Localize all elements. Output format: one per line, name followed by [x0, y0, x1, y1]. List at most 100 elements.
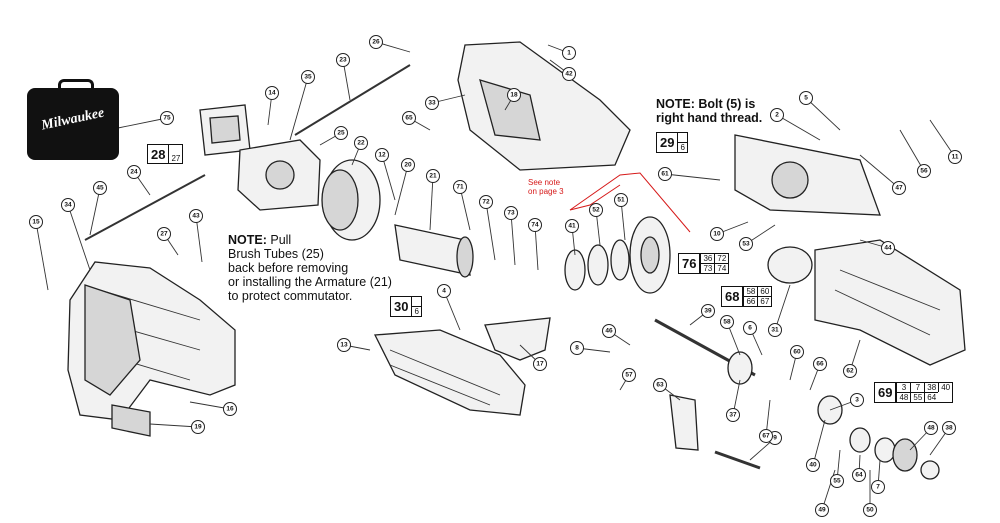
callout-circle [191, 420, 205, 434]
callout-circle [852, 468, 866, 482]
callout-circle [334, 126, 348, 140]
callout-leader [812, 419, 826, 466]
callout-number: 18 [510, 92, 518, 99]
callout-number: 25 [337, 130, 345, 137]
kit-69-sub: 7 [910, 383, 924, 392]
callout-circle [565, 219, 579, 233]
callout-circle [863, 503, 877, 517]
kit-69-sub: 3 [896, 383, 910, 392]
callout-number: 13 [340, 342, 348, 349]
bolt-note: NOTE: Bolt (5) is right hand thread. [656, 97, 762, 125]
callout-circle [533, 357, 547, 371]
callout-number: 65 [405, 115, 413, 122]
callout-layer: 1234567891011121314151617181920212223242… [29, 35, 962, 517]
callout-circle [739, 237, 753, 251]
see-note-text: See note on page 3 [528, 178, 564, 196]
see-note-line1: See note [528, 178, 561, 187]
callout-number: 14 [268, 90, 276, 97]
callout-leader [195, 215, 203, 263]
callout-number: 31 [771, 327, 779, 334]
callout-number: 44 [884, 245, 892, 252]
kit-29-sub: 6 [678, 142, 687, 152]
callout-number: 51 [617, 197, 625, 204]
callout-leader [805, 97, 841, 131]
callout-number: 3 [855, 397, 859, 404]
switch-assembly [199, 104, 251, 156]
lower-gear-case [373, 329, 526, 416]
callout-circle [223, 402, 237, 416]
callout-number: 5 [804, 95, 808, 102]
callout-number: 47 [895, 185, 903, 192]
kit-68-sub: 58 [743, 287, 757, 296]
kit-box-29: 29 6 [656, 132, 688, 153]
mechanism-plate [734, 134, 881, 216]
see-note-line2: on page 3 [528, 187, 564, 196]
callout-number: 8 [575, 345, 579, 352]
callout-circle [369, 35, 383, 49]
see-note-leader-2 [569, 184, 621, 211]
callout-number: 60 [793, 349, 801, 356]
callout-circle [570, 341, 584, 355]
callout-number: 24 [130, 169, 138, 176]
callout-number: 73 [507, 210, 515, 217]
callout-circle [301, 70, 315, 84]
brand-logo [27, 88, 119, 160]
callout-circle [850, 393, 864, 407]
kit-76-sub: 73 [700, 263, 715, 273]
kit-69-sub: 64 [924, 392, 939, 402]
callout-number: 9 [773, 435, 777, 442]
callout-circle [759, 429, 773, 443]
callout-number: 43 [192, 213, 200, 220]
callout-circle [726, 408, 740, 422]
callout-leader [929, 119, 956, 158]
bevel-gear [564, 216, 671, 294]
callout-number: 58 [723, 319, 731, 326]
brush-note-line3: back before removing [228, 261, 349, 275]
callout-leader [776, 114, 821, 141]
kit-69-sub: 55 [910, 392, 925, 402]
callout-number: 62 [846, 368, 854, 375]
callout-circle [720, 315, 734, 329]
callout-number: 75 [163, 115, 171, 122]
callout-circle [528, 218, 542, 232]
kit-box-68: 68 58 60 66 67 [721, 286, 773, 307]
callout-number: 45 [96, 185, 104, 192]
brush-note-line4: or installing the Armature (21) [228, 275, 392, 289]
callout-circle [265, 86, 279, 100]
callout-circle [602, 324, 616, 338]
callout-number: 34 [64, 202, 72, 209]
callout-leader [67, 204, 91, 271]
kit-69-sub: 40 [938, 383, 952, 392]
callout-number: 66 [816, 361, 824, 368]
callout-number: 37 [729, 412, 737, 419]
callout-number: 23 [339, 57, 347, 64]
callout-leader [394, 164, 409, 216]
callout-leader [774, 284, 791, 331]
callout-number: 67 [762, 433, 770, 440]
callout-number: 49 [818, 507, 826, 514]
callout-circle [710, 227, 724, 241]
kit-68-sub: 67 [757, 296, 772, 306]
counterweight [484, 317, 551, 361]
callout-circle [401, 158, 415, 172]
callout-number: 6 [748, 325, 752, 332]
kit-76-id: 76 [679, 254, 701, 273]
callout-number: 38 [945, 425, 953, 432]
callout-leader [859, 154, 900, 189]
callout-number: 63 [656, 382, 664, 389]
kit-box-69: 69 3 7 38 40 48 55 64 [874, 382, 954, 403]
callout-number: 19 [194, 424, 202, 431]
callout-number: 53 [742, 241, 750, 248]
callout-circle [942, 421, 956, 435]
callout-number: 39 [704, 308, 712, 315]
kit-76-sub: 36 [700, 254, 714, 263]
callout-leader [899, 129, 925, 172]
callout-number: 40 [809, 462, 817, 469]
callout-number: 41 [568, 223, 576, 230]
callout-circle [453, 180, 467, 194]
callout-number: 22 [357, 140, 365, 147]
callout-circle [375, 148, 389, 162]
callout-circle [815, 503, 829, 517]
callout-circle [160, 111, 174, 125]
kit-30-id: 30 [391, 297, 413, 316]
